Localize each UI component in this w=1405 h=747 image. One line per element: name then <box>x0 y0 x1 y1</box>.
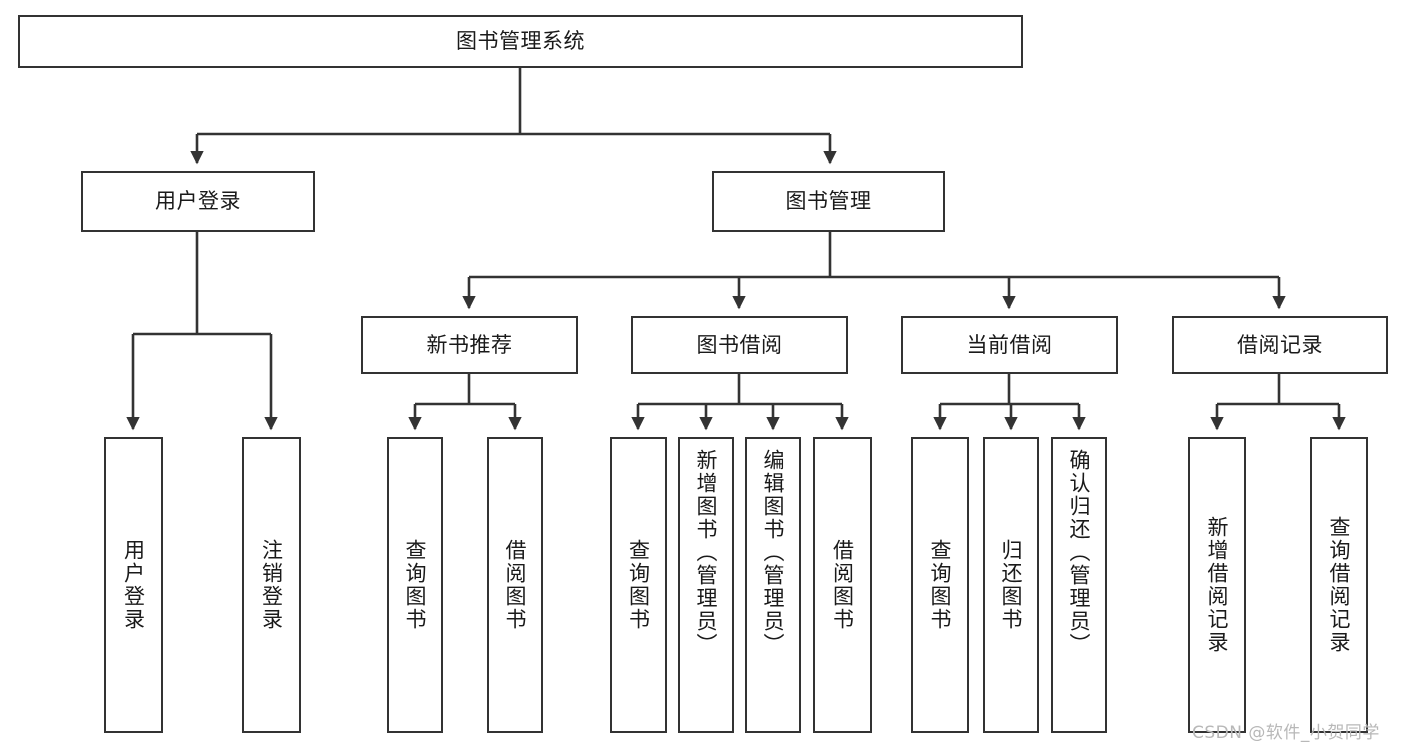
node-root-label: 图书管理系统 <box>456 29 585 54</box>
leaf-borrow-book-recommend-label: 借阅图书 <box>503 539 528 631</box>
node-book-borrow-label: 图书借阅 <box>696 332 783 357</box>
leaf-return-book[interactable]: 归还图书 <box>983 437 1039 733</box>
leaf-logout-label: 注销登录 <box>259 539 284 631</box>
leaf-add-book-admin-label: 新增图书（管理员） <box>694 449 719 656</box>
node-current-borrow[interactable]: 当前借阅 <box>901 316 1118 374</box>
node-borrow-record[interactable]: 借阅记录 <box>1172 316 1388 374</box>
node-user-login[interactable]: 用户登录 <box>81 171 315 232</box>
leaf-query-book-recommend[interactable]: 查询图书 <box>387 437 443 733</box>
node-borrow-record-label: 借阅记录 <box>1237 332 1323 357</box>
leaf-add-book-admin[interactable]: 新增图书（管理员） <box>678 437 734 733</box>
leaf-add-borrow-record-label: 新增借阅记录 <box>1205 516 1230 654</box>
leaf-edit-book-admin-label: 编辑图书（管理员） <box>761 449 786 656</box>
node-book-borrow[interactable]: 图书借阅 <box>631 316 848 374</box>
leaf-add-borrow-record[interactable]: 新增借阅记录 <box>1188 437 1246 733</box>
leaf-query-borrow-record[interactable]: 查询借阅记录 <box>1310 437 1368 733</box>
leaf-borrow-book-label: 借阅图书 <box>830 539 855 631</box>
node-current-borrow-label: 当前借阅 <box>966 332 1053 357</box>
node-new-book-recommend[interactable]: 新书推荐 <box>361 316 578 374</box>
node-new-book-recommend-label: 新书推荐 <box>426 332 513 357</box>
leaf-query-book-current-label: 查询图书 <box>928 539 953 631</box>
csdn-watermark: CSDN @软件_小贺同学 <box>1192 723 1380 743</box>
node-book-management[interactable]: 图书管理 <box>712 171 945 232</box>
leaf-user-login-label: 用户登录 <box>121 539 146 631</box>
leaf-query-book-current[interactable]: 查询图书 <box>911 437 969 733</box>
leaf-return-book-label: 归还图书 <box>999 539 1024 631</box>
leaf-query-book-borrow-label: 查询图书 <box>626 539 651 631</box>
leaf-edit-book-admin[interactable]: 编辑图书（管理员） <box>745 437 801 733</box>
node-user-login-label: 用户登录 <box>155 189 241 214</box>
leaf-logout[interactable]: 注销登录 <box>242 437 301 733</box>
leaf-user-login[interactable]: 用户登录 <box>104 437 163 733</box>
leaf-confirm-return-admin-label: 确认归还（管理员） <box>1067 449 1092 656</box>
node-root[interactable]: 图书管理系统 <box>18 15 1023 68</box>
leaf-confirm-return-admin[interactable]: 确认归还（管理员） <box>1051 437 1107 733</box>
leaf-query-book-borrow[interactable]: 查询图书 <box>610 437 667 733</box>
leaf-query-borrow-record-label: 查询借阅记录 <box>1327 516 1352 654</box>
leaf-query-book-recommend-label: 查询图书 <box>403 539 428 631</box>
leaf-borrow-book-recommend[interactable]: 借阅图书 <box>487 437 543 733</box>
node-book-management-label: 图书管理 <box>785 189 872 214</box>
leaf-borrow-book[interactable]: 借阅图书 <box>813 437 872 733</box>
